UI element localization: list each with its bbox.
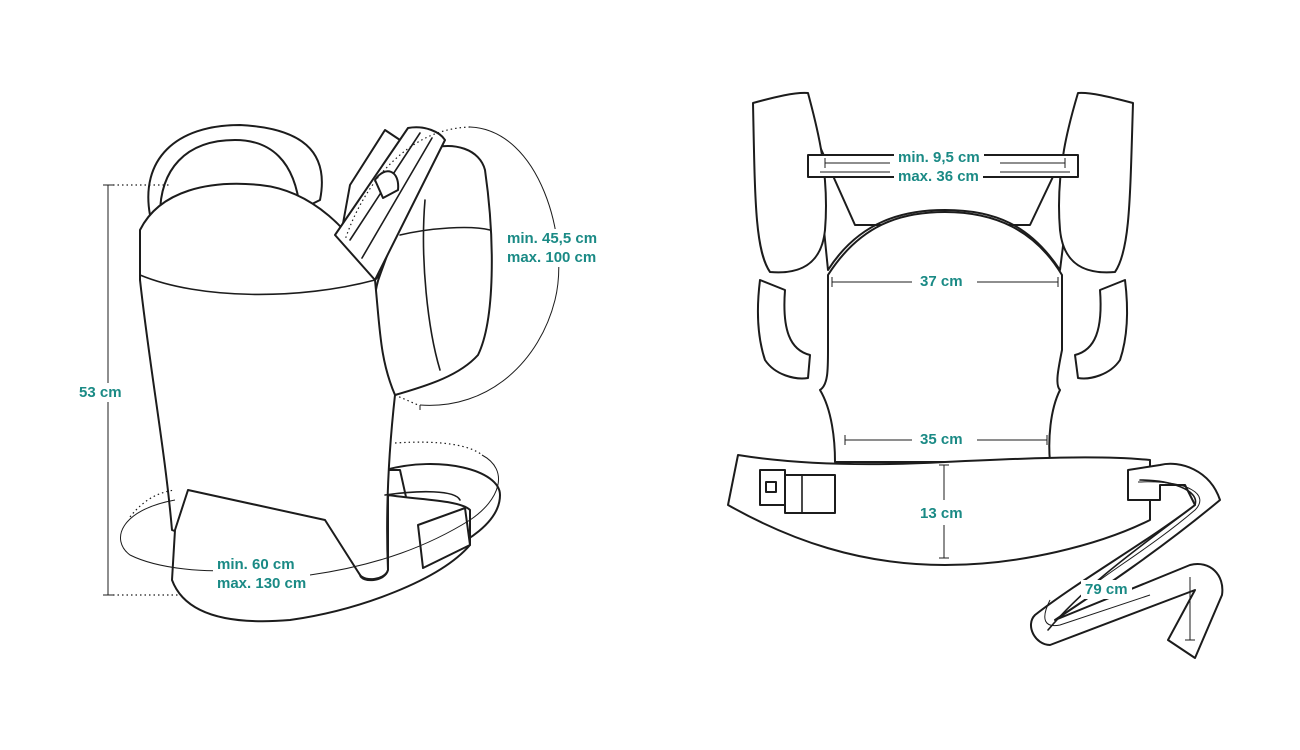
waist-belt-min-label: min. 60 cm	[213, 555, 299, 574]
belt-extension-label: 79 cm	[1081, 580, 1132, 599]
side-view-measure-lines	[103, 126, 560, 596]
top-width-label: 37 cm	[916, 272, 967, 291]
bottom-width-label: 35 cm	[916, 430, 967, 449]
waist-belt-max-label: max. 130 cm	[213, 574, 311, 593]
front-view-measure-lines	[820, 158, 1201, 641]
chest-strap-max-label: max. 36 cm	[894, 167, 983, 186]
shoulder-strap-max-label: max. 100 cm	[503, 248, 601, 267]
chest-strap-min-label: min. 9,5 cm	[894, 148, 984, 167]
shoulder-strap-min-label: min. 45,5 cm	[503, 229, 602, 248]
belt-height-label: 13 cm	[916, 504, 967, 523]
height-label: 53 cm	[75, 383, 126, 402]
side-view-carrier	[139, 124, 501, 623]
